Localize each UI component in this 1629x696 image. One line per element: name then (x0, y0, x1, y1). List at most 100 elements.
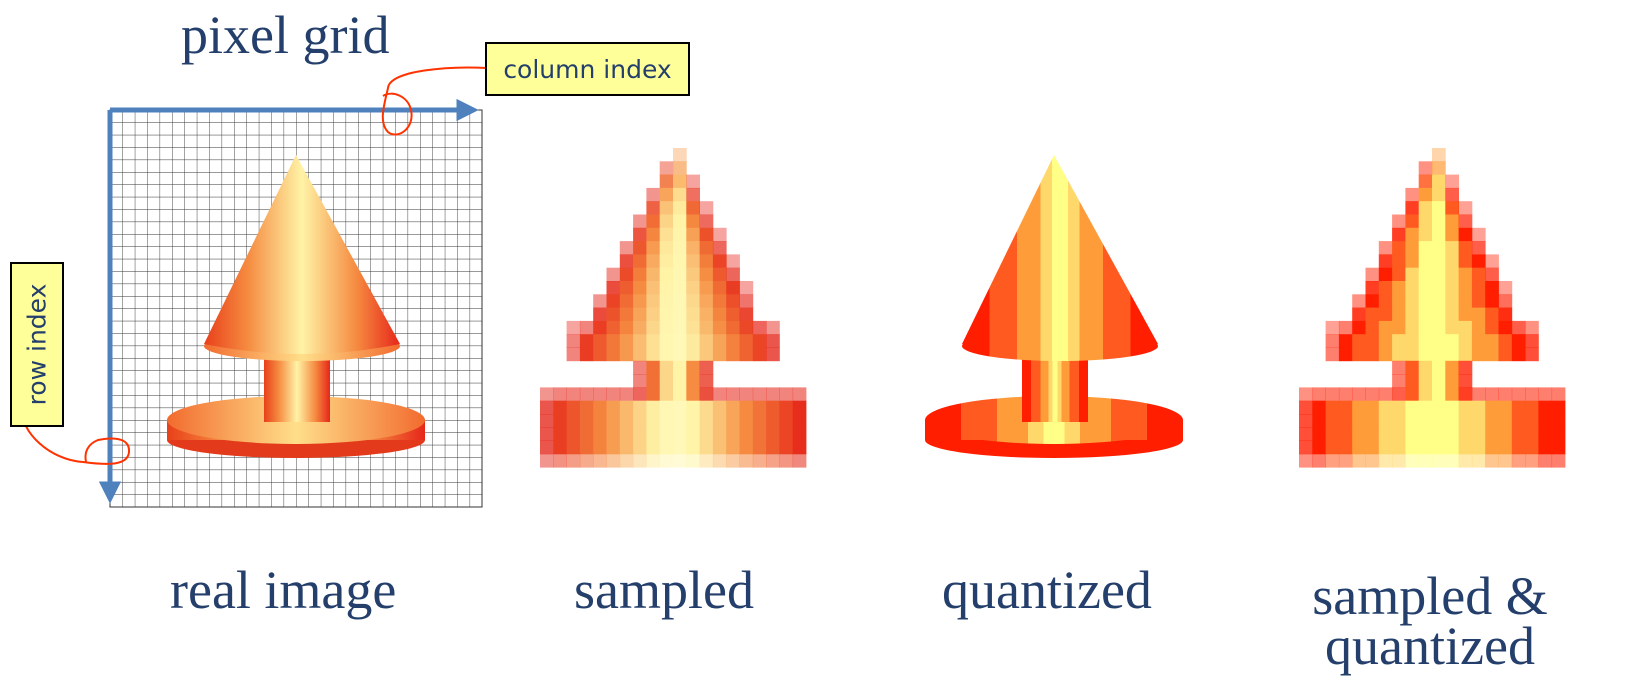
pixel-block (1432, 440, 1446, 455)
pixel-block (1445, 254, 1459, 269)
pixel-block (619, 414, 634, 428)
pixel-block (646, 400, 661, 415)
pixel-block (779, 440, 794, 455)
pixel-block (1458, 281, 1473, 295)
pixel-block (686, 241, 700, 255)
pixel-block (579, 400, 594, 415)
pixel-block (1445, 267, 1459, 282)
pixel-block (726, 387, 740, 402)
pixel-block (1432, 174, 1446, 189)
pixel-block (1485, 387, 1499, 402)
pixel-block (1338, 400, 1353, 415)
pixel-block (1432, 400, 1446, 415)
pixel-block (606, 453, 621, 468)
pixel-block (1471, 387, 1486, 402)
pixel-block (1405, 374, 1420, 388)
pixel-block (633, 267, 647, 282)
pixel-block (659, 427, 674, 441)
pixel-block (726, 414, 740, 428)
pixel-block (1511, 320, 1526, 335)
pixel-block (1392, 254, 1406, 269)
pixel-block (1471, 281, 1486, 295)
pixel-block (1445, 334, 1459, 348)
pixel-block (619, 400, 634, 415)
pixel-block (726, 320, 740, 335)
pixel-block (726, 453, 740, 468)
pixel-block (619, 427, 634, 441)
pixel-block (593, 307, 607, 322)
pixel-block (1551, 427, 1566, 441)
pixel-block (633, 227, 647, 242)
pixel-block (1312, 427, 1326, 441)
pixel-block (1458, 347, 1473, 362)
pixel-block (553, 400, 567, 415)
pixel-block (792, 414, 807, 428)
pixel-block (1392, 320, 1406, 335)
pixel-block (659, 400, 674, 415)
pixel-block (1418, 387, 1433, 402)
pixel-block (1432, 414, 1446, 428)
pixel-block (633, 387, 647, 402)
pixel-block (1338, 414, 1353, 428)
pixel-block (540, 414, 554, 428)
pixel-block (659, 414, 674, 428)
pixel-block (1405, 440, 1420, 455)
pixel-block (726, 254, 740, 269)
pixel-block (1392, 453, 1406, 468)
pixel-block (1471, 254, 1486, 269)
pixel-block (1312, 400, 1326, 415)
pixel-block (1525, 440, 1539, 455)
pixel-block (1432, 267, 1446, 282)
pixel-block (1405, 214, 1420, 229)
pixel-block (566, 414, 581, 428)
pixel-block (1432, 360, 1446, 375)
pixel-block (699, 254, 714, 269)
pixel-block (606, 320, 621, 335)
pixel-block (673, 387, 687, 402)
pixel-block (1485, 400, 1499, 415)
pixel-block (566, 387, 581, 402)
pixel-block (1432, 201, 1446, 215)
caption-line-1: sampled & (1312, 566, 1548, 626)
pixel-block (646, 201, 661, 215)
pixel-block (1498, 400, 1513, 415)
pixel-block (1551, 414, 1566, 428)
pixel-block (659, 174, 674, 189)
pixel-block (566, 453, 581, 468)
pixel-block (579, 347, 594, 362)
pixel-block (1378, 440, 1393, 455)
pixel-block (1378, 427, 1393, 441)
pixel-block (712, 347, 727, 362)
pixel-block (1458, 414, 1473, 428)
pixel-block (726, 281, 740, 295)
pixel-block (1299, 400, 1313, 415)
pixel-block (712, 414, 727, 428)
pixel-block (1299, 427, 1313, 441)
pixel-block (1458, 453, 1473, 468)
pixel-block (1471, 320, 1486, 335)
pixel-block (673, 414, 687, 428)
pixel-grid-panel (20, 66, 488, 508)
pixel-block (659, 254, 674, 269)
pixel-block (1485, 334, 1499, 348)
pixel-block (699, 374, 714, 388)
pixel-block (673, 334, 687, 348)
pixel-block (673, 254, 687, 269)
pixel-block (1312, 414, 1326, 428)
pixel-block (1405, 201, 1420, 215)
pixel-block (686, 360, 700, 375)
pixel-block (673, 320, 687, 335)
pixel-block (633, 453, 647, 468)
pixel-block (1405, 254, 1420, 269)
pixel-block (1312, 387, 1326, 402)
pixel-block (1352, 294, 1366, 308)
pixel-block (619, 254, 634, 269)
pixel-block (646, 281, 661, 295)
pixel-block (1378, 387, 1393, 402)
pixel-block (1392, 227, 1406, 242)
pixel-block (1338, 453, 1353, 468)
pixel-block (766, 400, 780, 415)
sampled-image (540, 148, 807, 468)
pixel-block (1458, 427, 1473, 441)
pixel-block (1418, 453, 1433, 468)
